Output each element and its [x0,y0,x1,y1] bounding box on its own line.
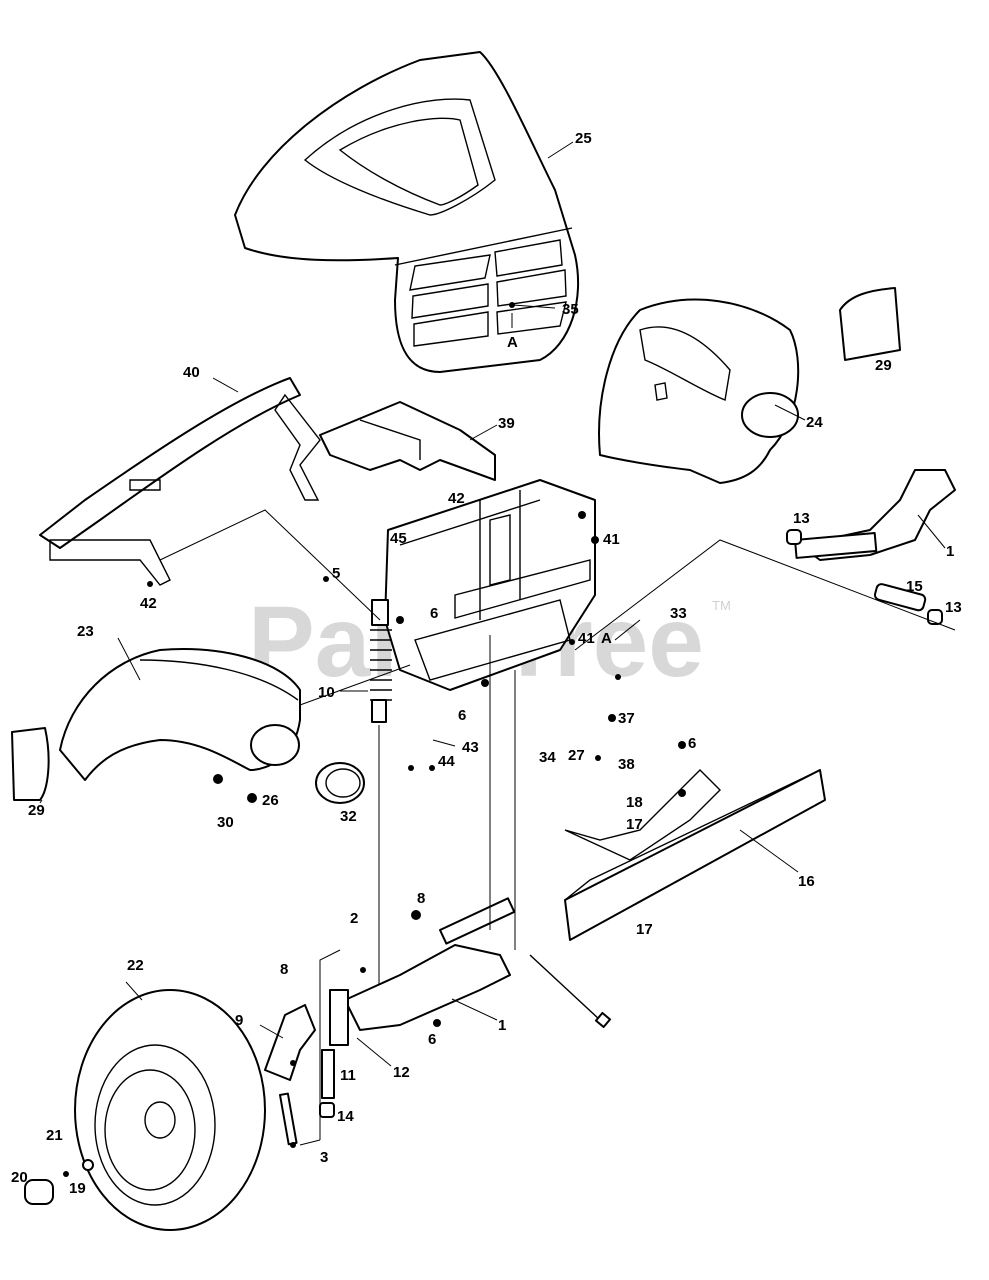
dash-panel [39,377,321,586]
callout-22: 22 [127,957,144,974]
callout-1-lower: 1 [498,1017,506,1034]
callout-35: 35 [562,301,579,318]
callout-17-upper: 17 [626,816,643,833]
callout-12: 12 [393,1064,410,1081]
callout-17-lower: 17 [636,921,653,938]
hub-cap [24,1159,94,1205]
left-fender [59,648,301,781]
front-bumper [564,769,826,941]
callout-8-lower: 8 [280,961,288,978]
callout-45: 45 [390,530,407,547]
callout-34: 34 [539,749,556,766]
callout-33: 33 [670,605,687,622]
callout-6-lower: 6 [428,1031,436,1048]
callout-6-right: 6 [688,735,696,752]
callout-20: 20 [11,1169,28,1186]
callout-27: 27 [568,747,585,764]
callout-44: 44 [438,753,455,770]
callout-19: 19 [69,1180,86,1197]
callout-5: 5 [332,565,340,582]
callout-6-mid: 6 [458,707,466,724]
hardware [63,302,686,1177]
callout-39: 39 [498,415,515,432]
headlight [315,762,365,804]
callout-30: 30 [217,814,234,831]
hood [234,51,579,373]
callout-26: 26 [262,792,279,809]
callout-23: 23 [77,623,94,640]
mud-flap-right [839,287,901,361]
callout-16: 16 [798,873,815,890]
callout-13-top: 13 [793,510,810,527]
callout-42-left: 42 [140,595,157,612]
long-bolt [529,954,612,1029]
watermark-tm: TM [712,598,731,613]
callout-37: 37 [618,710,635,727]
callout-14: 14 [337,1108,354,1125]
callout-24: 24 [806,414,823,431]
callout-42-top: 42 [448,490,465,507]
callout-labels: 25 35 A 29 24 40 39 42 41 13 1 15 13 45 … [11,130,962,1197]
front-axle [344,897,516,1031]
callout-21: 21 [46,1127,63,1144]
callout-25: 25 [575,130,592,147]
callout-10: 10 [318,684,335,701]
axle-assembly-right [793,469,956,561]
callout-9: 9 [235,1012,243,1029]
axle-bushings [786,529,943,625]
ref-a-top: A [507,334,518,351]
callout-43: 43 [462,739,479,756]
front-wheel [74,989,266,1231]
callout-8-upper: 8 [417,890,425,907]
ref-a-mid: A [601,630,612,647]
mud-flap-left [11,727,50,801]
callout-3: 3 [320,1149,328,1166]
callout-13-right: 13 [945,599,962,616]
callout-15: 15 [906,578,923,595]
callout-29-left: 29 [28,802,45,819]
bushing-pin [319,989,349,1118]
spindle [264,1004,316,1146]
callout-2: 2 [350,910,358,927]
callout-leaders [39,141,946,1067]
callout-11: 11 [340,1067,356,1084]
callout-6-upper: 6 [430,605,438,622]
callout-41-mid: 41 [578,630,595,647]
callout-29-right: 29 [875,357,892,374]
right-fender [598,298,800,484]
support-bracket [319,401,496,481]
callout-1-top: 1 [946,543,954,560]
callout-40: 40 [183,364,200,381]
callout-18: 18 [626,794,643,811]
callout-41-top: 41 [603,531,620,548]
callout-32: 32 [340,808,357,825]
callout-38: 38 [618,756,635,773]
guide-lines [159,509,956,1146]
